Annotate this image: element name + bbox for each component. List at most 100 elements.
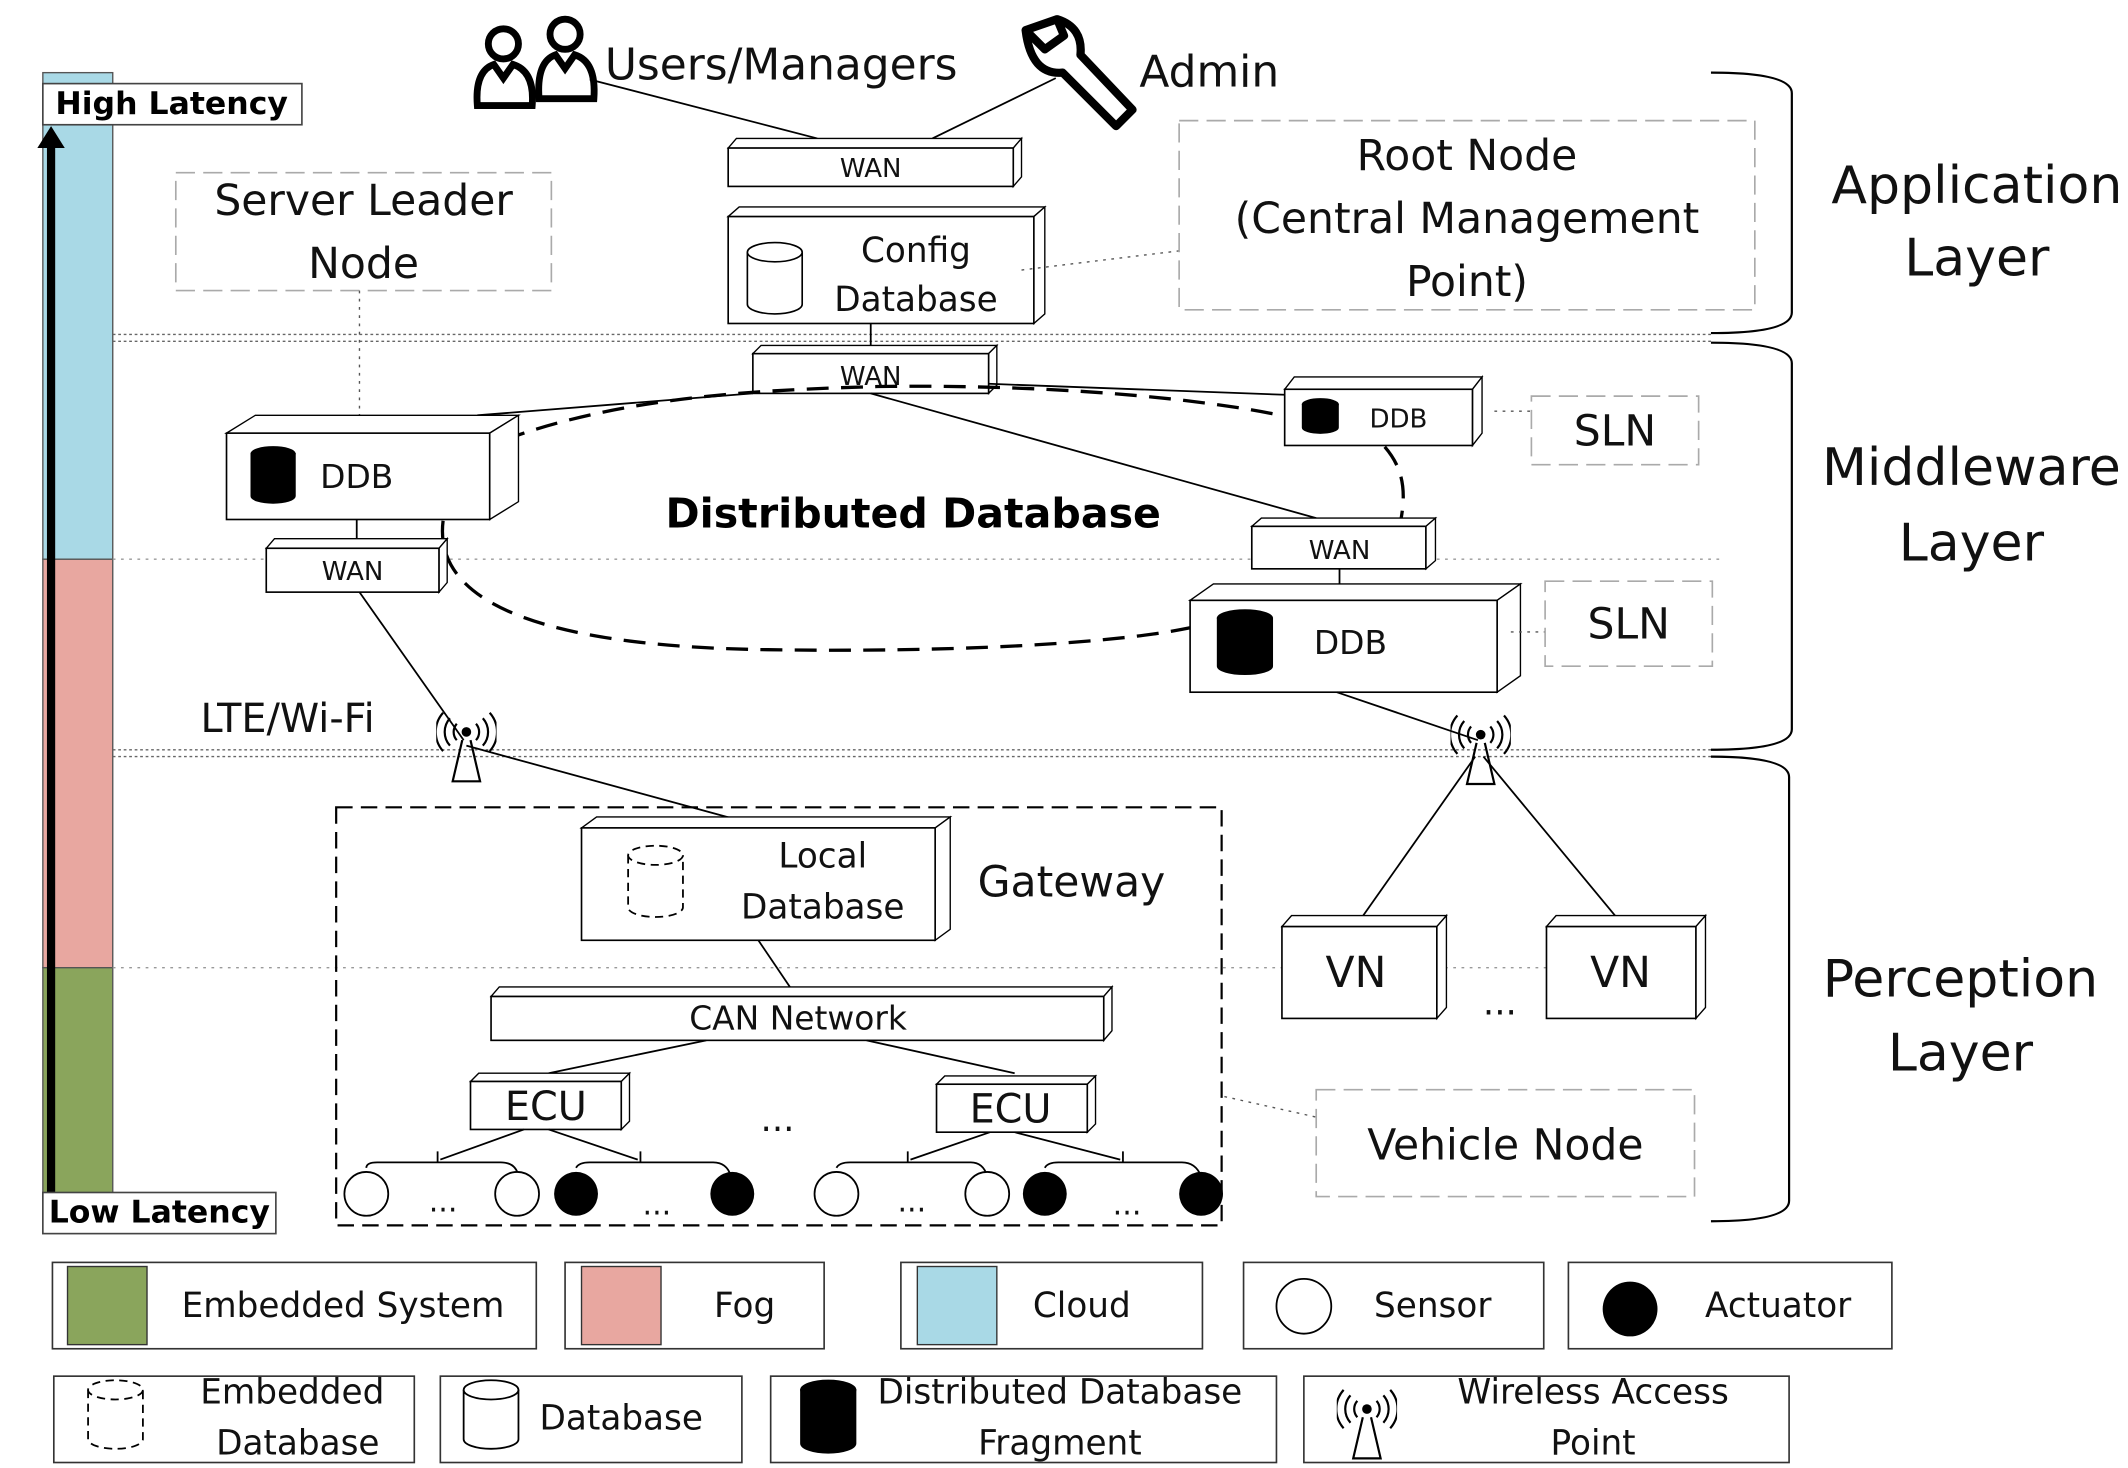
root-config-link <box>1021 250 1180 271</box>
local-db-line1: Local <box>778 837 867 877</box>
can-ecu-left-link <box>548 1039 707 1075</box>
distributed-ring-right <box>1383 445 1405 519</box>
ddb-right-label: DDB <box>1314 623 1387 662</box>
legend-fog-label: Fog <box>714 1286 775 1326</box>
ddb-left-icon <box>250 446 296 504</box>
sln-bottom-box <box>1544 580 1714 667</box>
config-database-box: Config Database <box>726 205 1047 325</box>
ecu-left-label: ECU <box>505 1084 587 1130</box>
wan-ddb-topright-link <box>988 382 1285 396</box>
vehicle-boundary <box>335 806 1223 1227</box>
actuator-ellipsis-1: ... <box>643 1187 672 1222</box>
perception-brace <box>1710 755 1791 1223</box>
legend-wap-line1: Wireless Access <box>1457 1373 1728 1413</box>
sensor-3 <box>813 1171 860 1217</box>
config-label-line2: Database <box>834 280 997 320</box>
actuator-1 <box>554 1171 598 1216</box>
wan-wan-right-link <box>870 392 1317 519</box>
application-layer-line1: Application <box>1831 156 2122 216</box>
vehicle-node-label: Vehicle Node <box>1367 1122 1643 1171</box>
application-layer-line2: Layer <box>1904 229 2050 289</box>
latency-bar: High Latency Low Latency <box>37 71 303 1235</box>
sensor-1 <box>343 1171 390 1217</box>
legend-actuator-icon <box>1602 1281 1658 1337</box>
actuator-4 <box>1179 1171 1223 1216</box>
legend-cloud-label: Cloud <box>1033 1286 1131 1326</box>
config-label-line1: Config <box>861 231 971 271</box>
ddb-left-box: DDB <box>224 414 521 521</box>
legend-ddf-line1: Distributed Database <box>878 1373 1243 1413</box>
legend-embedded-system: Embedded System <box>51 1261 538 1350</box>
legend-cloud: Cloud <box>900 1261 1204 1350</box>
legend-embedded-db-line2: Database <box>216 1423 379 1463</box>
fog-swatch <box>580 1265 662 1346</box>
distributed-ring-top <box>410 384 1310 487</box>
root-node-box <box>1178 119 1756 311</box>
ecu-right-label: ECU <box>970 1087 1052 1133</box>
lte-wifi-label: LTE/Wi-Fi <box>200 696 374 742</box>
server-leader-line2: Node <box>308 240 419 289</box>
ecu-ellipsis: ... <box>761 1099 795 1140</box>
vn-left-label: VN <box>1326 949 1387 998</box>
low-latency-box <box>42 1191 277 1235</box>
can-network-bus: CAN Network <box>489 985 1114 1043</box>
actuator-3 <box>1022 1171 1067 1216</box>
local-db-can-link <box>757 939 791 988</box>
sln-bottom-label: SLN <box>1588 601 1670 650</box>
legend-wap: Wireless Access Point <box>1303 1373 1790 1464</box>
ddb-topright-label: DDB <box>1369 405 1427 435</box>
legend-embedded-db-line1: Embedded <box>200 1373 384 1413</box>
high-latency-label: High Latency <box>55 86 288 122</box>
legend-ddf-icon <box>800 1379 857 1454</box>
root-node-line2: (Central Management <box>1235 195 1700 244</box>
ecu-left-box: ECU <box>468 1071 632 1132</box>
middleware-layer-line1: Middleware <box>1822 438 2121 498</box>
legend-ddf-line2: Fragment <box>978 1423 1142 1463</box>
vehicle-node-box <box>1315 1088 1696 1198</box>
vn-right-label: VN <box>1590 949 1651 998</box>
legend-database: Database <box>439 1375 743 1464</box>
high-latency-box <box>42 82 303 126</box>
layer-separators <box>112 333 1721 969</box>
sln-top-box <box>1530 395 1700 466</box>
cloud-swatch <box>916 1265 998 1346</box>
legend-actuator: Actuator <box>1567 1261 1893 1350</box>
wan-middleware-left: WAN <box>264 536 449 594</box>
legend: Embedded System Fog Cloud Sensor Actuato… <box>51 1261 1893 1464</box>
wan-app-label: WAN <box>840 154 902 184</box>
admin-wrench-icon <box>1021 15 1137 131</box>
root-node-line1: Root Node <box>1357 132 1578 181</box>
legend-actuator-label: Actuator <box>1705 1286 1852 1326</box>
server-leader-line1: Server Leader <box>214 177 513 226</box>
local-database-icon <box>627 844 684 918</box>
sensor-4 <box>964 1171 1011 1217</box>
legend-sensor-icon <box>1275 1277 1333 1335</box>
config-database-icon <box>746 241 804 315</box>
latency-arrowhead <box>37 126 65 149</box>
legend-embedded-database-icon <box>87 1379 144 1450</box>
legend-sensor: Sensor <box>1242 1261 1545 1350</box>
embedded-swatch <box>66 1265 148 1346</box>
ecu-right-fanout <box>835 1131 1202 1177</box>
sln-top-label: SLN <box>1574 407 1656 456</box>
sensor-ellipsis-2: ... <box>897 1185 926 1220</box>
vn-right-box: VN <box>1544 913 1707 1021</box>
legend-sensor-label: Sensor <box>1374 1286 1492 1326</box>
middleware-layer-line2: Layer <box>1899 514 2045 574</box>
antenna-vn-left-link <box>1356 756 1476 925</box>
low-latency-label: Low Latency <box>49 1195 270 1231</box>
ddb-topright-box: DDB <box>1283 374 1484 448</box>
actuator-2 <box>710 1171 755 1216</box>
distributed-database-label: Distributed Database <box>665 490 1160 538</box>
wan-middleware-right-label: WAN <box>1309 536 1371 566</box>
ecu-left-fanout <box>365 1128 732 1177</box>
distributed-ring-bottom <box>440 520 1191 652</box>
sensor-ellipsis-1: ... <box>429 1185 458 1220</box>
can-ecu-right-link <box>866 1039 1015 1075</box>
antenna-vn-right-link <box>1482 756 1623 925</box>
gateway-label: Gateway <box>978 858 1166 907</box>
legend-fog: Fog <box>564 1261 825 1350</box>
vn-ellipsis: ... <box>1483 982 1517 1023</box>
users-managers-label: Users/Managers <box>605 39 958 90</box>
